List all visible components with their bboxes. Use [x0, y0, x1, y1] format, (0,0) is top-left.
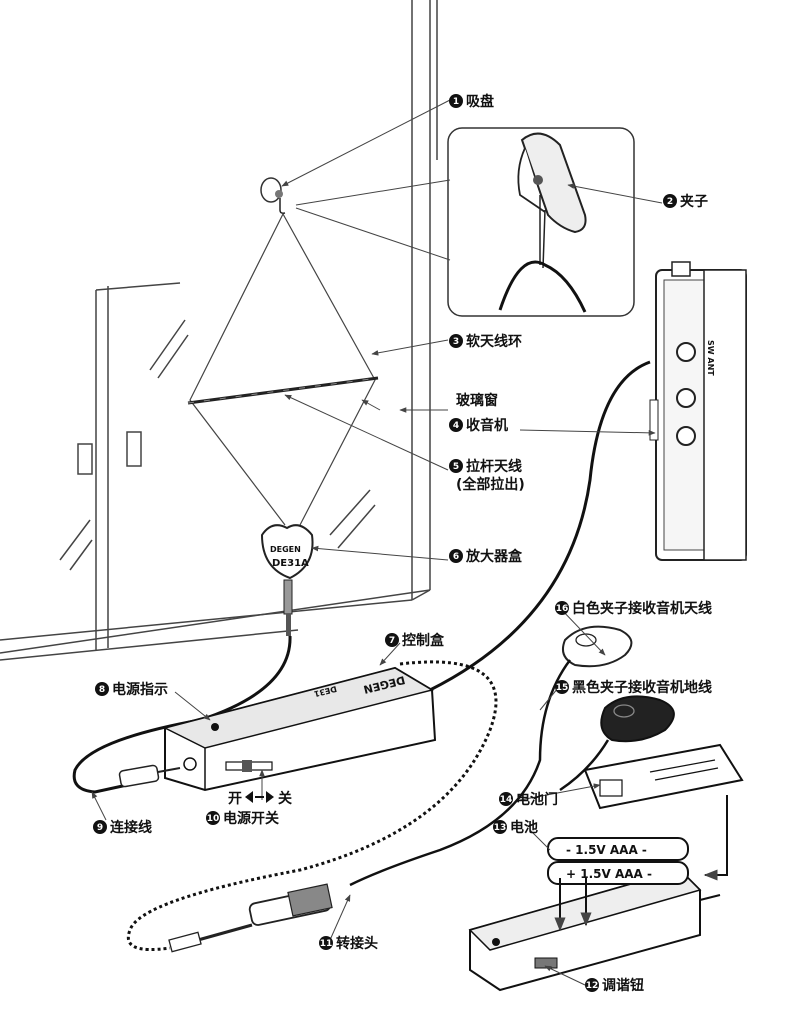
clip-cable	[349, 659, 572, 887]
control-box: DEGEN DE31	[162, 666, 437, 792]
label-16-white-clip: 16 白色夹子接收音机天线	[555, 600, 712, 617]
radio-jack-label: SW ANT	[706, 340, 715, 376]
window-frame	[0, 0, 438, 661]
svg-text:9: 9	[97, 823, 103, 833]
connecting-cable	[72, 635, 292, 794]
amp-model-text: DE31A	[272, 558, 309, 569]
svg-text:黑色夹子接收音机地线: 黑色夹子接收音机地线	[572, 679, 712, 696]
clip-detail-inset	[447, 127, 635, 317]
label-13-battery: 13 电池	[493, 819, 538, 836]
svg-text:玻璃窗: 玻璃窗	[456, 392, 498, 409]
label-7-control-box: 7 控制盒	[385, 632, 445, 649]
label-12-tuning-knob: 12 调谐钮	[585, 977, 644, 994]
label-3-soft-antenna-loop: 3 软天线环	[449, 333, 522, 350]
label-6-amplifier-box: 6 放大器盒	[449, 548, 523, 565]
label-15-black-clip: 15 黑色夹子接收音机地线	[555, 679, 712, 696]
battery-aaa-2: + 1.5V AAA -	[547, 861, 689, 885]
battery-aaa-1: - 1.5V AAA -	[547, 837, 689, 861]
amplifier-box: DEGEN DE31A	[260, 524, 314, 636]
label-4-radio: 4 收音机	[449, 417, 508, 434]
svg-text:7: 7	[389, 636, 395, 646]
adapter	[168, 883, 333, 953]
battery-unit	[468, 868, 721, 992]
amp-brand-text: DEGEN	[270, 545, 301, 554]
svg-text:13: 13	[494, 823, 507, 833]
svg-text:拉杆天线: 拉杆天线	[466, 458, 522, 475]
svg-text:11: 11	[320, 939, 333, 949]
svg-text:10: 10	[207, 814, 220, 824]
black-clip	[600, 695, 675, 743]
svg-text:6: 6	[453, 552, 459, 562]
svg-text:控制盒: 控制盒	[402, 632, 445, 649]
svg-text:4: 4	[453, 421, 459, 431]
svg-text:电池门: 电池门	[516, 791, 558, 808]
svg-text:15: 15	[556, 683, 569, 693]
svg-text:白色夹子接收音机天线: 白色夹子接收音机天线	[572, 600, 712, 617]
svg-text:电池: 电池	[510, 819, 538, 836]
label-9-connecting-cable: 9 连接线	[93, 819, 152, 836]
svg-text:电源开关: 电源开关	[223, 810, 279, 827]
svg-text:夹子: 夹子	[680, 193, 708, 210]
label-10-power-switch: 开 关 10 电源开关	[206, 790, 292, 827]
svg-text:16: 16	[556, 604, 569, 614]
svg-text:电源指示: 电源指示	[112, 681, 168, 698]
svg-text:软天线环: 软天线环	[466, 333, 522, 350]
svg-text:14: 14	[500, 795, 513, 805]
label-11-adapter: 11 转接头	[319, 935, 378, 952]
svg-text:12: 12	[586, 981, 599, 991]
battery-1-label: - 1.5V AAA -	[566, 843, 647, 857]
label-8-power-indicator: 8 电源指示	[95, 681, 168, 698]
svg-text:吸盘: 吸盘	[466, 93, 494, 110]
svg-text:5: 5	[453, 462, 459, 472]
label-2-clip: 2 夹子	[663, 193, 708, 210]
soft-antenna-loop	[189, 213, 376, 526]
svg-text:2: 2	[667, 197, 673, 207]
svg-text:转接头: 转接头	[336, 935, 378, 952]
label-1-suction-cup: 1 吸盘	[449, 93, 494, 110]
suction-cup	[260, 177, 286, 214]
battery-2-label: + 1.5V AAA -	[566, 867, 652, 881]
label-5-telescopic-antenna: 5 拉杆天线 (全部拉出)	[449, 458, 525, 493]
label-glass-window: 玻璃窗	[456, 392, 498, 409]
svg-text:收音机: 收音机	[466, 417, 508, 434]
telescopic-antenna-rod	[187, 376, 379, 405]
svg-text:连接线: 连接线	[110, 819, 152, 836]
svg-text:1: 1	[453, 97, 459, 107]
connector-plug	[118, 764, 181, 788]
radio: SW ANT	[649, 261, 747, 561]
battery-door	[583, 743, 744, 810]
svg-text:调谐钮: 调谐钮	[602, 977, 644, 994]
svg-text:开: 开	[228, 791, 242, 807]
radio-antenna-cable	[429, 360, 651, 692]
svg-text:3: 3	[453, 337, 459, 347]
leader-lines	[91, 99, 663, 986]
battery-insert-arrows	[554, 795, 728, 932]
label-14-battery-door: 14 电池门	[499, 791, 558, 808]
svg-text:放大器盒: 放大器盒	[465, 548, 523, 565]
svg-text:8: 8	[99, 685, 105, 695]
svg-text:(全部拉出): (全部拉出)	[456, 476, 525, 493]
svg-text:关: 关	[278, 790, 292, 807]
